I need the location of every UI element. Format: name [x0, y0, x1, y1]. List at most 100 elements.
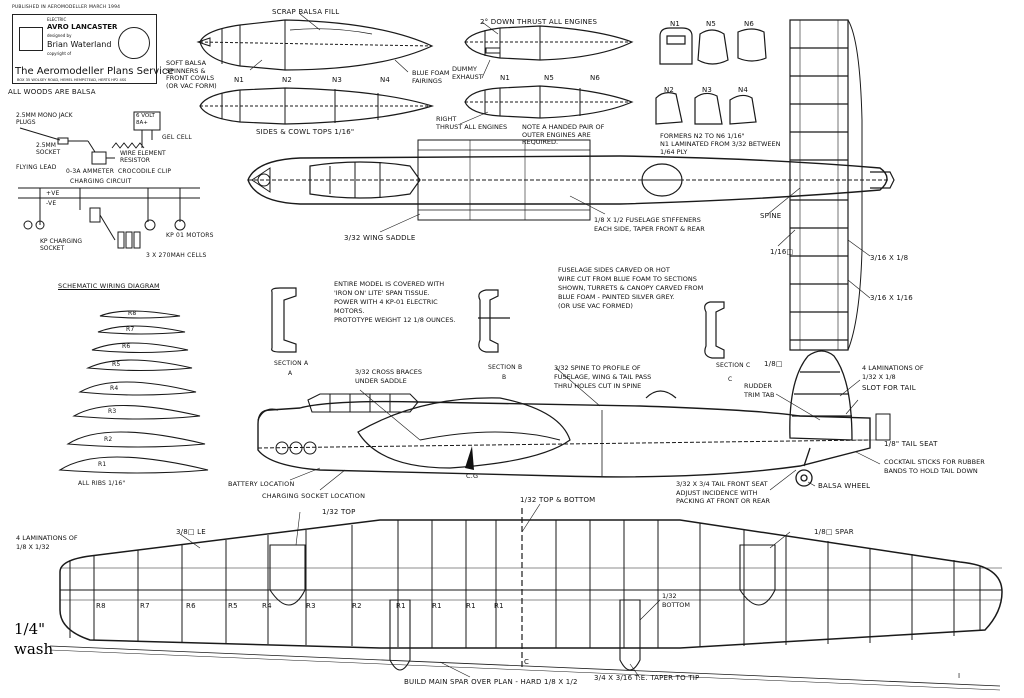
main-wing: [50, 508, 1002, 690]
outer-n6-label: N6: [590, 74, 601, 82]
wing-rib-r1-d: R1: [494, 602, 504, 610]
wing-rib-r1-c: R1: [466, 602, 476, 610]
overlay-text-1: 1/4": [14, 620, 46, 638]
tailplane-section-2: 3/16 x 1/16: [870, 294, 913, 302]
wing-rib-r1-b: R1: [432, 602, 442, 610]
wing-rib-r5: R5: [228, 602, 238, 610]
cross-braces-label: 3/32 CROSS BRACES UNDER SADDLE: [355, 368, 422, 385]
rib-templates: [60, 311, 208, 473]
crocodile-clip-label: CROCODILE CLIP: [118, 168, 172, 175]
wing-rib-r7: R7: [140, 602, 150, 610]
former-n6-label: N6: [744, 20, 755, 28]
plans-address: BOX 35 WOLSEY ROAD, HEMEL HEMPSTEAD, HER…: [17, 78, 127, 82]
section-b-label: SECTION B: [488, 364, 523, 371]
wiring-title: SCHEMATIC WIRING DIAGRAM: [58, 282, 160, 290]
outer-n1-label: N1: [500, 74, 511, 82]
wing-laminations-label: 4 LAMINATIONS OF 1/8 x 1/32: [16, 534, 78, 551]
tail-seat-label: 1/8" TAIL SEAT: [884, 440, 938, 448]
wing-rib-r4: R4: [262, 602, 272, 610]
outer-n5-label: N5: [544, 74, 555, 82]
former-n1-label: N1: [670, 20, 681, 28]
positive-label: +VE: [46, 190, 60, 197]
flying-lead-label: FLYING LEAD: [16, 164, 57, 171]
section-b-mark: B: [502, 374, 507, 381]
cg-label: C.G: [466, 472, 479, 480]
designed-by: designed by: [47, 33, 72, 38]
section-c-label: SECTION C: [716, 362, 751, 369]
fin-laminations-label: 4 LAMINATIONS OF 1/32 x 1/8: [862, 364, 924, 381]
published-note: PUBLISHED IN AEROMODELLER MARCH 1994: [12, 5, 121, 10]
former-n3-label: N3: [702, 86, 713, 94]
stiffeners-label: 1/8 x 1/2 FUSELAGE STIFFENERS EACH SIDE,…: [594, 216, 705, 233]
battery-location-label: BATTERY LOCATION: [228, 480, 295, 488]
top-sheet-label: 1/32 TOP: [322, 508, 356, 516]
tailplane: [790, 20, 862, 350]
model-name: AVRO LANCASTER: [47, 23, 118, 31]
formers: [656, 28, 766, 124]
spar-label: 1/8□ SPAR: [814, 528, 854, 536]
woods-note: ALL WOODS ARE BALSA: [8, 88, 96, 96]
rib-r6-label: R6: [122, 343, 131, 350]
tail-slot-label: SLOT FOR TAIL: [862, 384, 916, 392]
former-n2-label: N2: [664, 86, 675, 94]
section-c-mark: C: [728, 376, 733, 383]
former-n4-label: N4: [738, 86, 749, 94]
socket-label: 2.5mm SOCKET: [36, 142, 61, 156]
rib-r5-label: R5: [112, 361, 121, 368]
rib-r4-label: R4: [110, 385, 119, 392]
foam-note: FUSELAGE SIDES CARVED OR HOT WIRE CUT FR…: [558, 266, 704, 310]
spine-profile-label: 3/32 SPINE TO PROFILE OF FUSELAGE, WING …: [554, 364, 652, 390]
wing-rib-r3: R3: [306, 602, 316, 610]
negative-label: -VE: [46, 200, 57, 207]
cocktail-sticks-label: COCKTAIL STICKS FOR RUBBER BANDS TO HOLD…: [884, 458, 985, 475]
stamp-circle-icon: [118, 27, 150, 59]
bottom-sheet-label: 1/32 BOTTOM: [662, 592, 691, 609]
nacelle-inner-top: [200, 88, 432, 124]
fin-rudder: [790, 351, 890, 486]
top-bottom-label: 1/32 TOP & BOTTOM: [520, 496, 596, 504]
balsa-wheel-label: BALSA WHEEL: [818, 482, 871, 490]
leading-edge-label: 3/8□ LE: [176, 528, 206, 536]
kp-socket-label: KP CHARGING SOCKET: [40, 238, 82, 252]
overlay-text-2: wash: [14, 640, 54, 658]
fin-square-label: 1/8□: [764, 360, 783, 368]
kp-motors-label: KP 01 MOTORS: [166, 232, 214, 239]
nacelle-n3-label: N3: [332, 76, 343, 84]
rib-r3-label: R3: [108, 408, 117, 415]
dummy-exhaust-label: DUMMY EXHAUST: [452, 65, 483, 81]
soft-balsa-label: SOFT BALSA SPINNERS & FRONT COWLS (OR VA…: [166, 59, 217, 90]
spine-label: SPINE: [760, 212, 782, 220]
wing-tip-mark: I: [958, 672, 961, 680]
fuselage-side-view: [258, 391, 870, 477]
scrap-balsa-label: SCRAP BALSA FILL: [272, 8, 340, 16]
covering-note: ENTIRE MODEL IS COVERED WITH 'IRON ON' L…: [334, 280, 456, 324]
aeromodeller-logo-icon: [19, 27, 43, 51]
rib-r1-label: R1: [98, 461, 107, 468]
title-block: ELECTRIC AVRO LANCASTER designed by Bria…: [12, 14, 174, 84]
handed-pair-note: NOTE A HANDED PAIR OF OUTER ENGINES ARE …: [522, 123, 605, 146]
nacelle-n4-label: N4: [380, 76, 391, 84]
electric-label: ELECTRIC: [47, 17, 67, 22]
wing-centre-mark: C: [524, 658, 530, 666]
copyright-label: copyright of: [47, 51, 72, 56]
rib-r8-label: R8: [128, 310, 137, 317]
rib-r2-label: R2: [104, 436, 113, 443]
ammeter-label: 0-3A AMMETER: [66, 168, 115, 175]
tail-front-seat-label: 3/32 x 3/4 TAIL FRONT SEAT ADJUST INCIDE…: [676, 480, 771, 505]
former-n5-label: N5: [706, 20, 717, 28]
nacelle-n1-label: N1: [234, 76, 245, 84]
wiring-diagram: [18, 112, 200, 248]
gel-cell-label: GEL CELL: [162, 134, 192, 141]
section-a-mark: A: [288, 370, 293, 377]
wing-saddle-label: 3/32 WING SADDLE: [344, 234, 416, 242]
plans-service: The Aeromodeller Plans Service: [15, 66, 174, 77]
sections: [272, 288, 724, 358]
leader-lines: [180, 14, 880, 678]
main-spar-label: BUILD MAIN SPAR OVER PLAN - HARD 1/8 x 1…: [404, 678, 578, 686]
charging-circuit-label: CHARGING CIRCUIT: [70, 178, 132, 185]
all-ribs-note: ALL RIBS 1/16": [78, 480, 126, 487]
sides-cowl-label: SIDES & COWL TOPS 1/16": [256, 128, 355, 136]
wing-rib-r2: R2: [352, 602, 362, 610]
wing-rib-r8: R8: [96, 602, 106, 610]
